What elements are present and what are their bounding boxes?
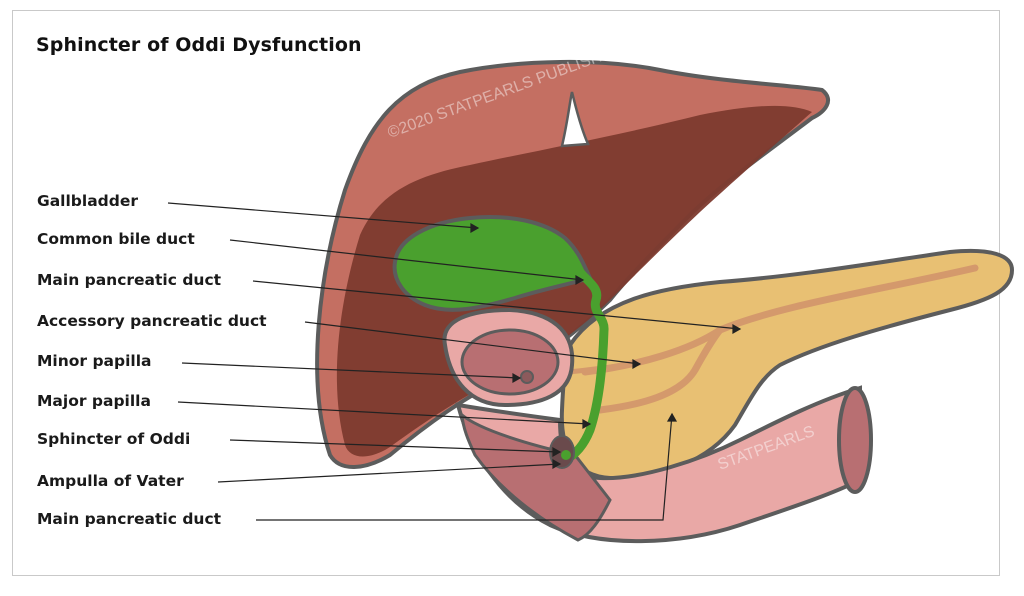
leader-lines [167,202,742,521]
arrowhead-minor-papilla [512,372,522,384]
leader-main-pancreatic-duct-1 [252,280,741,330]
arrowhead-ampulla-of-vater [552,458,562,470]
leader-sphincter-of-oddi [229,439,561,453]
sphincter-of-oddi-marker [561,450,571,460]
label-common-bile-duct: Common bile duct [37,230,195,248]
leader-major-papilla [177,401,591,425]
label-main-pancreatic-duct: Main pancreatic duct [37,271,222,289]
label-ampulla-of-vater: Ampulla of Vater [37,472,184,490]
arrowhead-gallbladder [470,222,480,234]
label-accessory-pancreatic-duct: Accessory pancreatic duct [37,312,267,330]
leader-main-pancreatic-duct-2 [256,413,673,521]
leader-gallbladder [167,202,479,229]
arrowhead-accessory-pancreatic-duct [632,358,642,370]
gallbladder [392,214,609,465]
arrowhead-main-pancreatic-duct-1 [732,323,742,335]
arrowhead-sphincter-of-oddi [552,446,562,458]
leader-ampulla-of-vater [217,463,561,483]
label-gallbladder: Gallbladder [37,192,139,210]
minor-papilla [520,370,534,384]
label-minor-papilla: Minor papilla [37,352,152,370]
arrowhead-common-bile-duct [575,274,585,286]
label-sphincter-of-oddi: Sphincter of Oddi [37,430,191,448]
label-main-pancreatic-duct-lower: Main pancreatic duct [37,510,222,528]
leader-common-bile-duct [229,239,584,281]
leader-minor-papilla [181,362,521,379]
arrowhead-major-papilla [582,418,592,430]
leader-accessory-pancreatic-duct [304,321,641,365]
arrowhead-main-pancreatic-duct-2 [666,412,678,422]
label-major-papilla: Major papilla [37,392,151,410]
figure-title: Sphincter of Oddi Dysfunction [36,34,362,56]
duodenum [442,307,873,544]
